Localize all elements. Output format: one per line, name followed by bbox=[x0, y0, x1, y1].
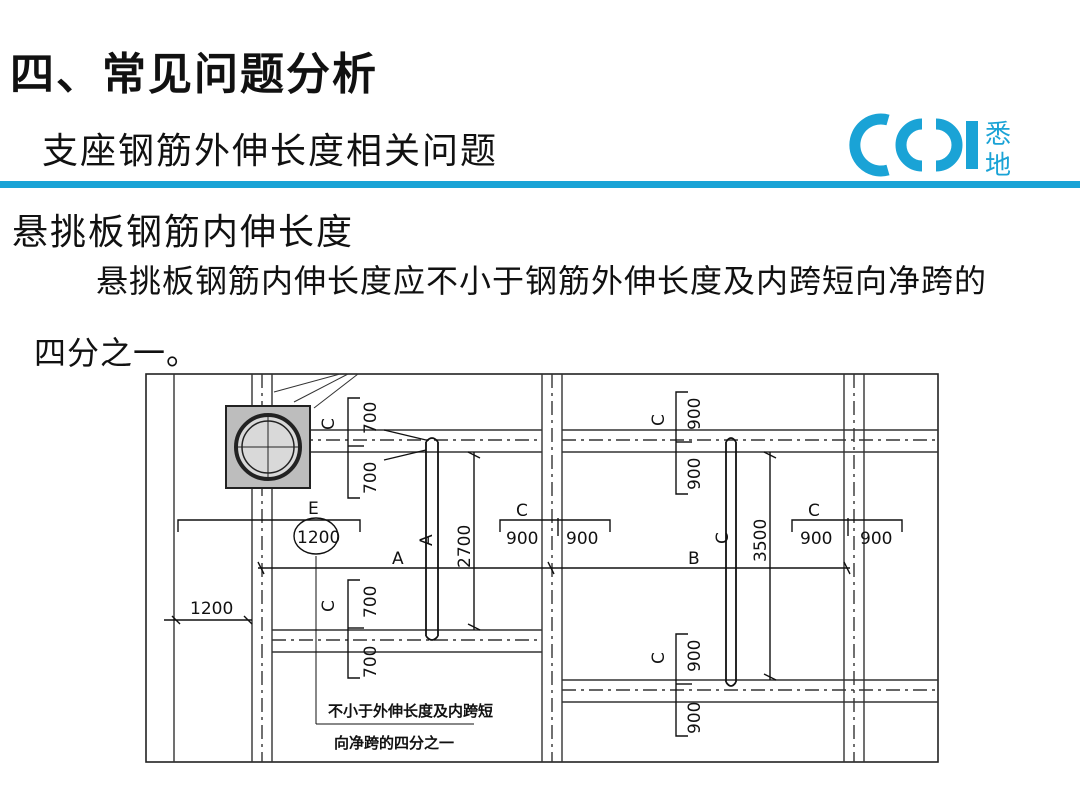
logo-c-shape-2 bbox=[895, 118, 923, 172]
label-900-h: 900 bbox=[685, 702, 705, 734]
label-700-a: 700 bbox=[361, 402, 381, 434]
label-700-d: 700 bbox=[361, 646, 381, 678]
label-1200-left: 1200 bbox=[190, 599, 233, 619]
label-c-4: C bbox=[808, 501, 820, 521]
label-900-a: 900 bbox=[685, 398, 705, 430]
company-logo: 悉 地 bbox=[849, 113, 1011, 178]
label-700-b: 700 bbox=[361, 462, 381, 494]
logo-text-top: 悉 bbox=[985, 120, 1011, 150]
column-pile bbox=[225, 405, 311, 489]
section-heading: 悬挑板钢筋内伸长度 bbox=[12, 212, 355, 253]
label-c-5: C bbox=[319, 600, 339, 612]
label-c-6: C bbox=[649, 652, 669, 664]
label-900-c: 900 bbox=[506, 529, 538, 549]
paragraph-line-2: 四分之一。 bbox=[34, 334, 200, 372]
label-c-2: C bbox=[649, 414, 669, 426]
label-c-vertical: C bbox=[713, 532, 733, 544]
logo-text-bottom: 地 bbox=[985, 151, 1011, 178]
dimension-lines bbox=[164, 391, 903, 737]
label-900-b: 900 bbox=[685, 458, 705, 490]
label-900-f: 900 bbox=[860, 529, 892, 549]
logo-bar bbox=[966, 121, 978, 169]
structural-drawing: C 700 700 C 900 900 C 900 900 C 900 900 … bbox=[145, 373, 939, 763]
label-900-e: 900 bbox=[800, 529, 832, 549]
logo-c-shape-1 bbox=[849, 113, 890, 177]
note-line-1: 不小于外伸长度及内跨短 bbox=[328, 702, 493, 720]
label-c-1: C bbox=[319, 418, 339, 430]
header-divider bbox=[0, 181, 1080, 188]
label-e: E bbox=[308, 499, 319, 519]
rebar-lines bbox=[383, 429, 737, 687]
label-900-g: 900 bbox=[685, 640, 705, 672]
label-900-d: 900 bbox=[566, 529, 598, 549]
note-line-2: 向净跨的四分之一 bbox=[334, 734, 454, 752]
page-title: 四、常见问题分析 bbox=[10, 49, 378, 100]
label-c-3: C bbox=[516, 501, 528, 521]
label-700-c: 700 bbox=[361, 586, 381, 618]
label-1200-circle: 1200 bbox=[297, 528, 340, 548]
logo-reverse-c-shape bbox=[935, 118, 963, 172]
drawing-labels: C 700 700 C 900 900 C 900 900 C 900 900 … bbox=[190, 398, 892, 752]
label-b-horizontal: B bbox=[688, 549, 700, 569]
paragraph-line-1: 悬挑板钢筋内伸长度应不小于钢筋外伸长度及内跨短向净跨的 bbox=[96, 262, 988, 300]
page-subtitle: 支座钢筋外伸长度相关问题 bbox=[42, 131, 499, 172]
label-3500: 3500 bbox=[751, 519, 771, 562]
label-2700: 2700 bbox=[455, 525, 475, 568]
label-a-vertical: A bbox=[417, 534, 437, 546]
label-a-horizontal: A bbox=[392, 549, 404, 569]
beam-grid-lines bbox=[173, 373, 938, 762]
